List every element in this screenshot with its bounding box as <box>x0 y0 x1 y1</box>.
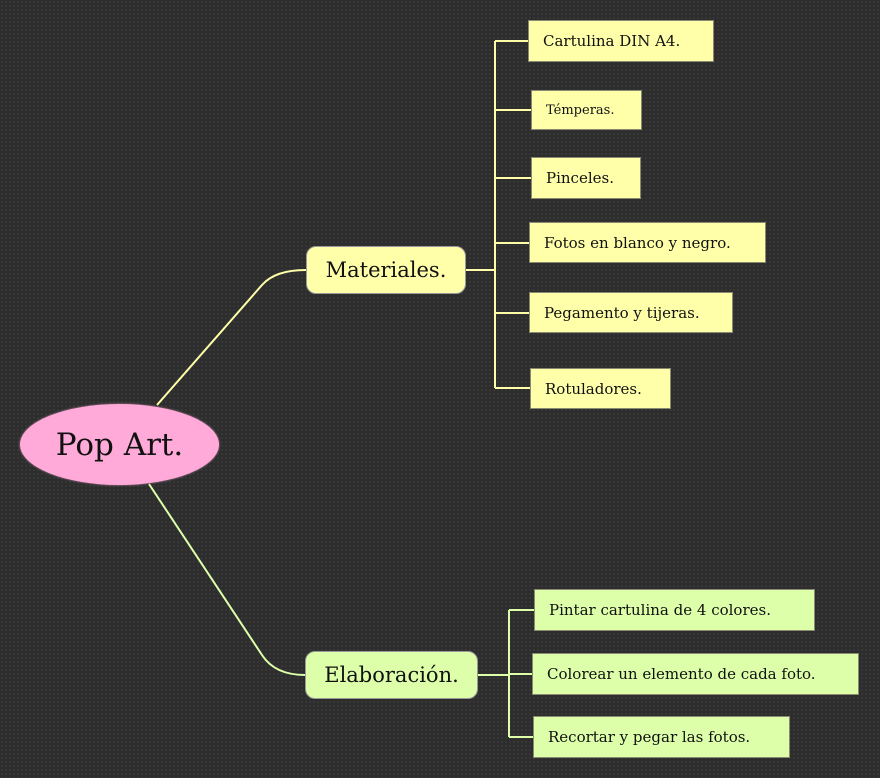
leaf-node[interactable]: Fotos en blanco y negro. <box>529 222 766 263</box>
leaf-label: Cartulina DIN A4. <box>543 32 681 50</box>
link-leaf <box>509 609 534 738</box>
leaf-node[interactable]: Cartulina DIN A4. <box>528 20 714 62</box>
leaf-node[interactable]: Témperas. <box>531 90 642 130</box>
leaf-label: Pintar cartulina de 4 colores. <box>549 601 771 619</box>
leaf-label: Fotos en blanco y negro. <box>544 233 731 252</box>
leaf-label: Colorear un elemento de cada foto. <box>547 665 816 683</box>
leaf-node[interactable]: Pintar cartulina de 4 colores. <box>534 589 815 631</box>
link-elaboracion-trunk <box>478 610 510 737</box>
link-materiales-trunk <box>466 41 496 388</box>
leaf-label: Témperas. <box>546 102 615 118</box>
leaf-node[interactable]: Rotuladores. <box>530 368 671 409</box>
leaf-node[interactable]: Pegamento y tijeras. <box>529 292 733 333</box>
link-leaf <box>495 40 531 389</box>
leaf-label: Rotuladores. <box>545 379 642 398</box>
leaf-node[interactable]: Recortar y pegar las fotos. <box>533 716 790 758</box>
leaf-label: Recortar y pegar las fotos. <box>548 728 751 746</box>
branch-label: Elaboración. <box>324 663 459 687</box>
root-label: Pop Art. <box>55 426 184 463</box>
leaf-label: Pegamento y tijeras. <box>544 303 700 322</box>
leaf-node[interactable]: Pinceles. <box>531 157 641 199</box>
branch-elaboracion[interactable]: Elaboración. <box>305 651 478 699</box>
link-root-elaboracion <box>148 483 306 676</box>
leaf-node[interactable]: Colorear un elemento de cada foto. <box>532 653 859 695</box>
leaf-label: Pinceles. <box>546 169 614 187</box>
branch-label: Materiales. <box>325 258 447 282</box>
link-root-materiales <box>156 269 307 406</box>
branch-materiales[interactable]: Materiales. <box>306 246 466 294</box>
root-node[interactable]: Pop Art. <box>20 404 219 485</box>
